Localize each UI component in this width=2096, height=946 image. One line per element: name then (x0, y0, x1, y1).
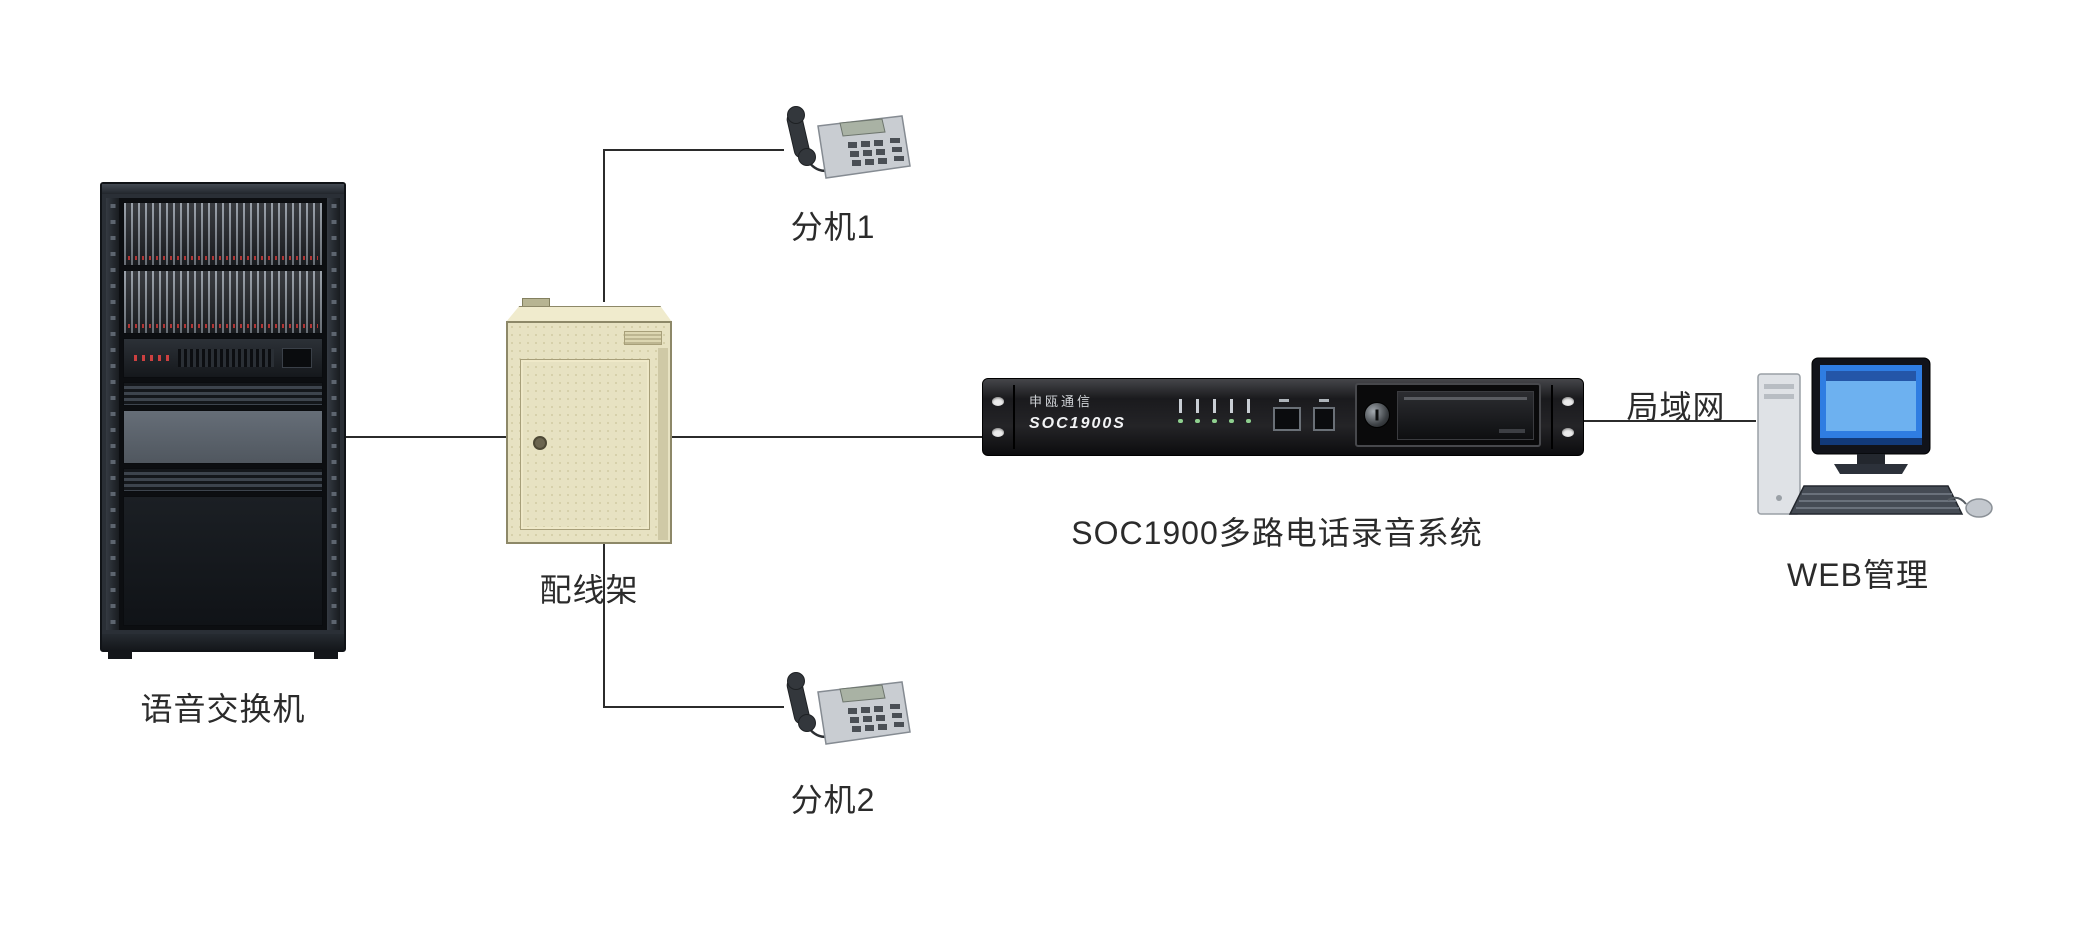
soc1900-recorder: 申瓯通信 SOC1900S (982, 372, 1584, 462)
recorder-ports (1273, 399, 1335, 431)
mount-hole (992, 428, 1004, 437)
label-extension1: 分机1 (790, 209, 876, 245)
desktop-computer-illustration (1757, 357, 1993, 518)
rack-rail-right (327, 198, 340, 630)
connector-recorder-to-computer (1584, 420, 1756, 422)
desk-phone-illustration (786, 106, 911, 179)
connector-frame-to-recorder (672, 436, 982, 438)
phone-1-icon (782, 96, 914, 186)
rack-lower-panel (123, 496, 323, 626)
lock-icon (533, 436, 547, 451)
rack-frame (100, 182, 346, 652)
rack-rail-left (106, 198, 119, 630)
rack-led-row (134, 355, 170, 361)
connector-frame-down (603, 542, 605, 708)
led-indicator (1178, 399, 1183, 423)
mount-hole (1562, 428, 1574, 437)
usb-port (1313, 399, 1335, 431)
mount-hole (1562, 397, 1574, 406)
connector-rack-to-frame (346, 436, 506, 438)
label-voice-switch: 语音交换机 (140, 691, 306, 727)
rack-units (119, 198, 327, 630)
led-indicator (1246, 399, 1251, 423)
web-management-computer (1752, 356, 2002, 534)
led-indicator (1195, 399, 1200, 423)
keylock-icon (1364, 402, 1390, 428)
cabinet-top-face (506, 306, 672, 322)
rack-control-unit (123, 338, 323, 378)
rack-vent-slats (123, 382, 323, 406)
rack-foot (314, 650, 338, 659)
drive-tray (1397, 391, 1534, 440)
connector-frame-up (603, 150, 605, 302)
rack-blank-panel (123, 410, 323, 464)
phone-2-icon (782, 662, 914, 752)
connector-to-extension2 (603, 706, 784, 708)
cabinet-side-shade (658, 348, 668, 540)
rack-foot (108, 650, 132, 659)
mount-hole (992, 397, 1004, 406)
rack-card-shelf (123, 202, 323, 266)
label-recorder: SOC1900多路电话录音系统 (1071, 515, 1483, 551)
cabinet-door (520, 359, 650, 530)
recorder-model-text: SOC1900S (1029, 415, 1126, 432)
rack-display-panel (282, 348, 312, 368)
rack-card-shelf (123, 270, 323, 334)
cabinet-body (506, 321, 672, 544)
lan-port (1273, 399, 1301, 431)
recorder-faceplate: 申瓯通信 SOC1900S (982, 378, 1584, 456)
label-extension2: 分机2 (790, 782, 876, 818)
rack-vent-slats (123, 468, 323, 492)
rack-ear-left (983, 385, 1015, 449)
connector-to-extension1 (603, 149, 784, 151)
recorder-brand-text: 申瓯通信 (1029, 394, 1094, 409)
label-lan: 局域网 (1626, 389, 1726, 425)
drive-bay (1355, 383, 1541, 447)
label-web-admin: WEB管理 (1787, 557, 1929, 593)
led-indicator (1229, 399, 1234, 423)
rack-vent-grille (178, 349, 274, 367)
voice-switch-rack (100, 182, 346, 659)
recorder-led-indicators (1178, 399, 1251, 423)
distribution-frame-cabinet (506, 298, 672, 544)
rack-ear-right (1551, 385, 1583, 449)
desk-phone-illustration (786, 672, 911, 745)
label-distribution-frame: 配线架 (539, 572, 639, 608)
led-indicator (1212, 399, 1217, 423)
cabinet-vent (624, 331, 662, 345)
